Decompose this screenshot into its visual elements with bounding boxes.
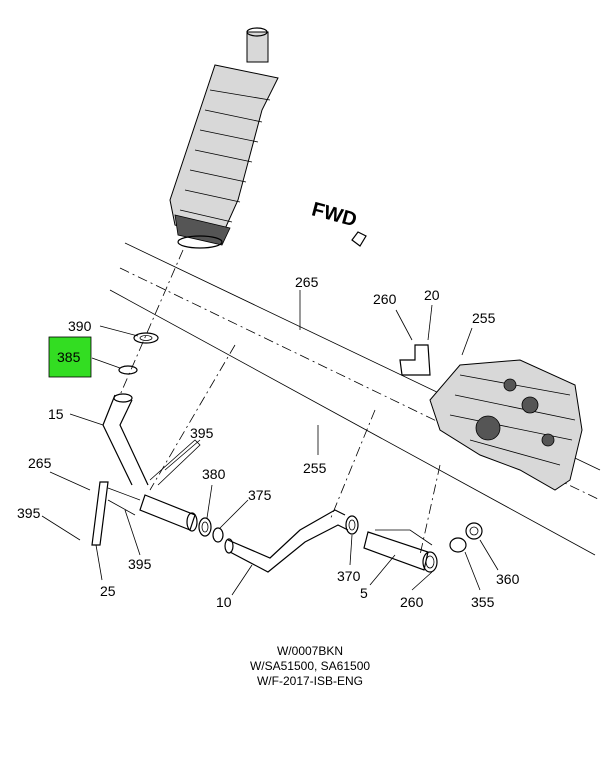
callout-5[interactable]: 5 xyxy=(360,585,368,601)
callout-255-right[interactable]: 255 xyxy=(472,310,496,326)
gasket-375 xyxy=(212,527,224,543)
callout-375[interactable]: 375 xyxy=(248,487,272,503)
gasket-355 xyxy=(449,537,467,553)
clamp-360 xyxy=(465,522,483,540)
aftertreatment-canister xyxy=(169,27,279,249)
fwd-indicator: FWD xyxy=(309,198,367,247)
callout-15[interactable]: 15 xyxy=(48,406,64,422)
clamp-370 xyxy=(345,515,359,535)
callout-395-mid[interactable]: 395 xyxy=(190,425,214,441)
callout-380[interactable]: 380 xyxy=(202,466,226,482)
engine xyxy=(429,359,583,491)
fwd-arrow-icon xyxy=(351,231,367,247)
leader-lines xyxy=(41,290,499,596)
callout-395-bottom[interactable]: 395 xyxy=(128,556,152,572)
centerline-4 xyxy=(419,464,441,556)
callout-260-top[interactable]: 260 xyxy=(373,291,397,307)
caption-block: W/0007BKN W/SA51500, SA61500 W/F-2017-IS… xyxy=(250,644,370,688)
caption-line-3: W/F-2017-ISB-ENG xyxy=(257,674,363,688)
gasket-390 xyxy=(133,332,159,344)
callout-255-mid[interactable]: 255 xyxy=(303,460,327,476)
callout-10[interactable]: 10 xyxy=(216,594,232,610)
callout-265-left[interactable]: 265 xyxy=(28,455,52,471)
callout-20[interactable]: 20 xyxy=(424,287,440,303)
pipe-15 xyxy=(102,393,149,486)
bracket-20 xyxy=(399,344,431,376)
centerline xyxy=(119,249,184,396)
caption-line-1: W/0007BKN xyxy=(277,644,343,658)
bracket-25 xyxy=(91,481,141,546)
clamp-380 xyxy=(198,517,212,537)
callout-385[interactable]: 385 xyxy=(57,349,81,365)
callout-360[interactable]: 360 xyxy=(496,571,520,587)
callout-labels: 390 385 15 265 395 25 395 395 380 375 10… xyxy=(17,274,520,610)
highlight-box-385[interactable] xyxy=(48,336,92,378)
callout-265-top[interactable]: 265 xyxy=(295,274,319,290)
caption-line-2: W/SA51500, SA61500 xyxy=(250,659,370,673)
centerline-2 xyxy=(149,344,236,491)
callout-260-bottom[interactable]: 260 xyxy=(400,594,424,610)
centerline-3 xyxy=(329,409,376,521)
callout-355[interactable]: 355 xyxy=(471,594,495,610)
clamp-385 xyxy=(118,365,138,375)
pipe-10 xyxy=(224,509,349,573)
callout-370[interactable]: 370 xyxy=(337,568,361,584)
flex-tube xyxy=(139,439,201,532)
pipe-5 xyxy=(363,529,438,573)
callout-25[interactable]: 25 xyxy=(100,583,116,599)
fwd-label: FWD xyxy=(309,198,359,231)
callout-390[interactable]: 390 xyxy=(68,318,92,334)
callout-395-left[interactable]: 395 xyxy=(17,505,41,521)
